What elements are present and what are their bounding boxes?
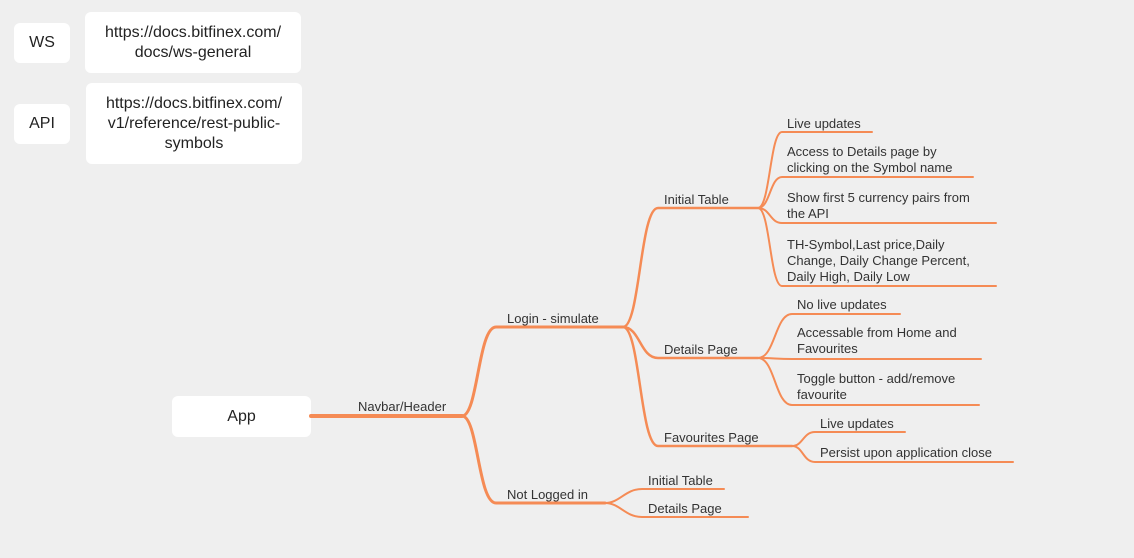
leaf-it-show-line-2: the API <box>787 206 829 221</box>
link-fp-live <box>791 431 906 447</box>
node-details-page[interactable]: Details Page <box>664 342 738 357</box>
link-dp-nolive <box>757 313 901 359</box>
node-login-simulate[interactable]: Login - simulate <box>507 311 599 326</box>
leaf-it-show-pairs[interactable]: Show first 5 currency pairs from the API <box>787 190 970 222</box>
leaf-dp-no-live[interactable]: No live updates <box>797 297 887 312</box>
link-navbar-login <box>460 325 625 418</box>
api-url-line-3: symbols <box>164 134 224 152</box>
ws-url-line-2: docs/ws-general <box>134 43 252 61</box>
root-node-label: App <box>227 407 256 425</box>
node-nl-initial-table[interactable]: Initial Table <box>648 473 713 488</box>
link-it-show <box>757 207 997 224</box>
node-navbar-header[interactable]: Navbar/Header <box>358 399 447 414</box>
ws-url-box: https://docs.bitfinex.com/ docs/ws-gener… <box>85 12 301 73</box>
leaf-it-th-line-2: Change, Daily Change Percent, <box>787 253 970 268</box>
leaf-dp-accessable[interactable]: Accessable from Home and Favourites <box>797 325 957 357</box>
api-url-line-1: https://docs.bitfinex.com/ <box>105 94 283 112</box>
link-login-details-page <box>621 325 760 360</box>
leaf-fp-live-updates[interactable]: Live updates <box>820 416 894 431</box>
api-label-box: API <box>14 104 70 144</box>
node-not-logged-in[interactable]: Not Logged in <box>507 487 588 502</box>
link-login-favourites-page <box>621 325 794 448</box>
api-label: API <box>29 115 55 132</box>
link-it-th <box>757 207 997 287</box>
leaf-dp-access-line-1: Accessable from Home and <box>797 325 957 340</box>
leaf-it-access-line-2: clicking on the Symbol name <box>787 160 953 175</box>
leaf-fp-persist[interactable]: Persist upon application close <box>820 445 992 460</box>
leaf-it-th-line-3: Daily High, Daily Low <box>787 269 910 284</box>
root-node-app[interactable]: App <box>172 396 311 437</box>
ws-url-line-1: https://docs.bitfinex.com/ <box>104 23 282 41</box>
leaf-dp-toggle-line-2: favourite <box>797 387 847 402</box>
leaf-dp-toggle-line-1: Toggle button - add/remove <box>797 371 956 386</box>
link-fp-persist <box>791 445 1014 463</box>
link-login-initial-table <box>621 206 760 329</box>
leaf-it-access-line-1: Access to Details page by <box>787 144 937 159</box>
leaf-it-access-details[interactable]: Access to Details page by clicking on th… <box>787 144 952 176</box>
node-favourites-page[interactable]: Favourites Page <box>664 430 759 445</box>
link-nl-details-page <box>604 502 749 518</box>
leaf-dp-access-line-2: Favourites <box>797 341 858 356</box>
link-dp-access <box>757 357 982 360</box>
node-nl-details-page[interactable]: Details Page <box>648 501 722 516</box>
leaf-it-th-line-1: TH-Symbol,Last price,Daily <box>787 237 945 252</box>
leaf-it-show-line-1: Show first 5 currency pairs from <box>787 190 970 205</box>
link-dp-toggle <box>757 357 980 406</box>
api-url-line-2: v1/reference/rest-public- <box>107 114 281 132</box>
ws-label: WS <box>29 34 55 51</box>
node-initial-table[interactable]: Initial Table <box>664 192 729 207</box>
link-it-access <box>757 176 974 209</box>
link-navbar-not-logged-in <box>460 414 607 505</box>
leaf-it-live-updates[interactable]: Live updates <box>787 116 861 131</box>
link-it-live <box>757 131 873 209</box>
ws-label-box: WS <box>14 23 70 63</box>
leaf-dp-toggle[interactable]: Toggle button - add/remove favourite <box>797 371 955 403</box>
api-url-box: https://docs.bitfinex.com/ v1/reference/… <box>86 83 302 164</box>
leaf-it-table-headers[interactable]: TH-Symbol,Last price,Daily Change, Daily… <box>787 237 970 285</box>
